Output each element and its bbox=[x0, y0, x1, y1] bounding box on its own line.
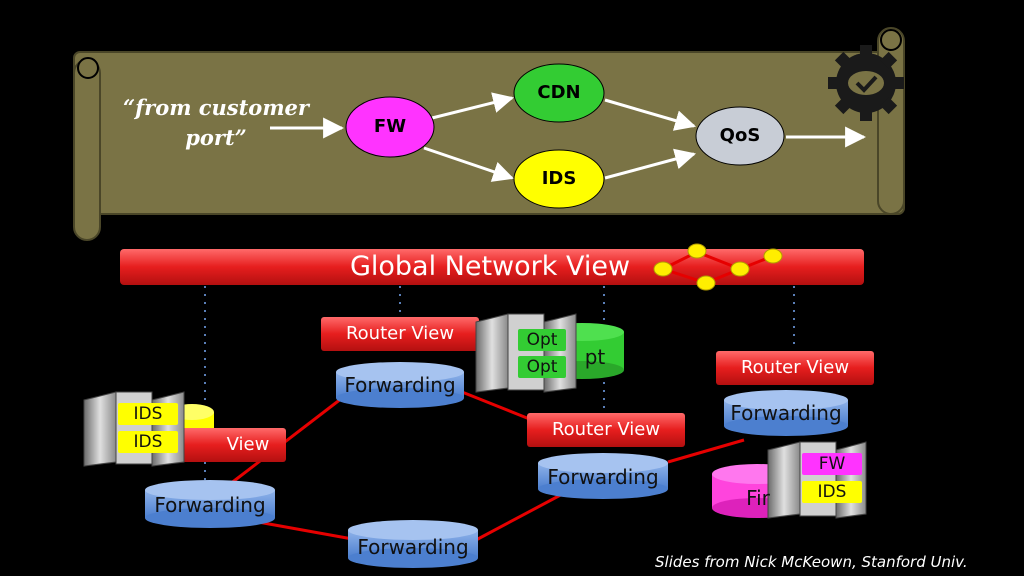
fw-node bbox=[345, 96, 435, 158]
router-view-box-2 bbox=[716, 351, 874, 385]
cdn-node bbox=[513, 63, 605, 123]
global-network-view-label: Global Network View bbox=[349, 251, 631, 282]
policy-arrows bbox=[270, 92, 867, 182]
gear-check-icon bbox=[828, 45, 904, 121]
opt-tag-2: Opt bbox=[518, 356, 566, 378]
data-plane-links bbox=[229, 390, 745, 542]
global-network-view-bar bbox=[120, 249, 864, 285]
router-view-label-partial: View bbox=[226, 434, 270, 455]
router-view-label-3: Router View bbox=[551, 419, 661, 440]
router-view-label-1: Router View bbox=[345, 323, 455, 344]
ids-node bbox=[513, 149, 605, 209]
opt-tag-1: Opt bbox=[518, 329, 566, 351]
slide-credit: Slides from Nick McKeown, Stanford Univ. bbox=[655, 553, 968, 571]
fw-label: FW bbox=[373, 116, 407, 137]
forwarding-cylinder-5 bbox=[348, 520, 478, 568]
forwarding-cylinder-3 bbox=[538, 453, 668, 499]
forwarding-label-4: Forwarding bbox=[154, 493, 266, 517]
forwarding-cylinder-2 bbox=[724, 390, 848, 436]
forwarding-label-5: Forwarding bbox=[357, 535, 469, 559]
router-view-box-3 bbox=[527, 413, 685, 447]
router-view-box-4 bbox=[176, 428, 286, 462]
network-graph-icon bbox=[653, 243, 783, 291]
forwarding-label-3: Forwarding bbox=[547, 465, 659, 489]
firewall-cylinder-label: Fir bbox=[746, 486, 770, 510]
opt-cylinder-label: pt bbox=[584, 345, 606, 369]
forwarding-cylinder-1 bbox=[336, 362, 464, 408]
ids-tag-3: IDS bbox=[802, 481, 862, 503]
source-label: “from customer port” bbox=[123, 95, 309, 150]
qos-node bbox=[695, 106, 785, 166]
forwarding-cylinder-4 bbox=[145, 480, 275, 528]
ids-tag-2: IDS bbox=[118, 431, 178, 453]
forwarding-label-2: Forwarding bbox=[730, 401, 842, 425]
router-view-box-1 bbox=[321, 317, 479, 351]
router-view-label-2: Router View bbox=[740, 357, 850, 378]
ids-label: IDS bbox=[541, 168, 577, 189]
forwarding-label-1: Forwarding bbox=[344, 373, 456, 397]
qos-label: QoS bbox=[719, 125, 761, 146]
cdn-label: CDN bbox=[537, 82, 581, 103]
fw-tag: FW bbox=[802, 453, 862, 475]
server-icon-opt bbox=[475, 313, 577, 393]
policy-scroll bbox=[73, 27, 905, 241]
ids-tag-1: IDS bbox=[118, 403, 178, 425]
